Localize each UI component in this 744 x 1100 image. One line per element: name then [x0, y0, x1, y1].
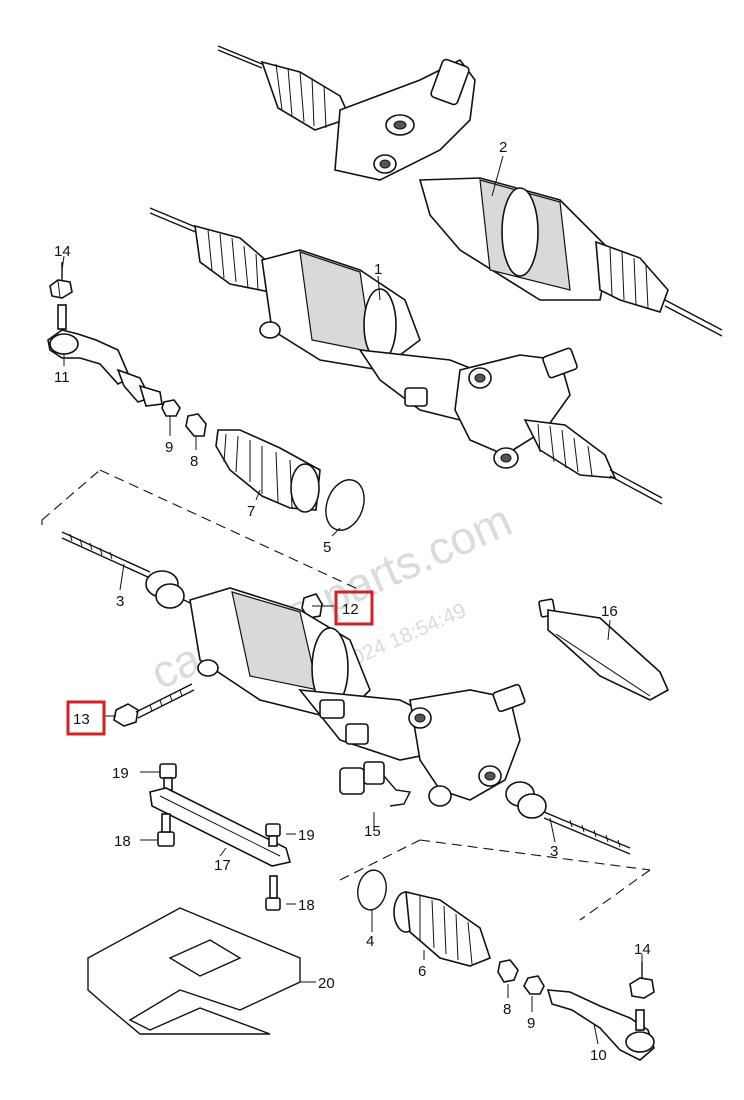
part-9-nut-right[interactable] — [523, 975, 545, 995]
part-15-sensor-connector[interactable] — [339, 761, 412, 807]
part-19-bolt-upper-left[interactable] — [159, 763, 177, 791]
part-8-clamp-left[interactable] — [185, 413, 207, 437]
label-part-8b[interactable]: 8 — [503, 1001, 511, 1018]
label-part-18a[interactable]: 18 — [114, 833, 131, 850]
highlight-box-part-13 — [66, 700, 106, 736]
label-part-10[interactable]: 10 — [590, 1047, 607, 1064]
part-13-bolt[interactable] — [113, 683, 195, 727]
part-8-clamp-right[interactable] — [497, 959, 519, 983]
part-3-inner-tie-rod-right[interactable] — [505, 781, 631, 855]
assembly-outline-lower — [339, 839, 651, 921]
part-2-steering-rack-top[interactable] — [217, 45, 723, 337]
label-part-7[interactable]: 7 — [247, 503, 255, 520]
highlight-box-part-12 — [334, 590, 374, 626]
label-part-15[interactable]: 15 — [364, 823, 381, 840]
part-5-clamp-ring-left[interactable] — [319, 474, 371, 535]
leader-lines — [61, 155, 643, 1045]
label-part-14b[interactable]: 14 — [634, 941, 651, 958]
part-16-grease-tube[interactable] — [538, 598, 670, 701]
label-part-17[interactable]: 17 — [214, 857, 231, 874]
label-part-1[interactable]: 1 — [374, 261, 382, 278]
part-19-bolt-right[interactable] — [265, 823, 281, 847]
label-part-2[interactable]: 2 — [499, 139, 507, 156]
steering-rack-lower-assembly[interactable] — [189, 587, 526, 807]
part-18-bolt-left[interactable] — [157, 813, 175, 847]
label-part-16[interactable]: 16 — [601, 603, 618, 620]
part-4-clamp-ring-right[interactable] — [355, 868, 390, 912]
part-18-bolt-right[interactable] — [265, 875, 281, 911]
part-6-boot-right[interactable] — [393, 890, 491, 967]
part-10-tie-rod-end-right[interactable] — [546, 989, 655, 1061]
label-part-9a[interactable]: 9 — [165, 439, 173, 456]
label-part-20[interactable]: 20 — [318, 975, 335, 992]
part-14-nut-left[interactable] — [49, 262, 73, 299]
part-14-nut-right[interactable] — [629, 962, 655, 999]
label-part-11[interactable]: 11 — [54, 369, 70, 386]
label-part-18b[interactable]: 18 — [298, 897, 315, 914]
label-part-3a[interactable]: 3 — [116, 593, 124, 610]
label-part-14a[interactable]: 14 — [54, 243, 71, 260]
part-7-boot-left[interactable] — [215, 429, 321, 513]
part-3-inner-tie-rod-left[interactable] — [61, 531, 201, 609]
part-20-cover-plate[interactable] — [87, 907, 301, 1035]
label-part-3b[interactable]: 3 — [550, 843, 558, 860]
part-11-tie-rod-end-left[interactable] — [47, 304, 163, 407]
label-part-8a[interactable]: 8 — [190, 453, 198, 470]
label-part-6[interactable]: 6 — [418, 963, 426, 980]
label-part-19b[interactable]: 19 — [298, 827, 315, 844]
label-part-5[interactable]: 5 — [323, 539, 331, 556]
part-labels: 2 1 14 11 9 8 7 5 3 12 13 16 19 18 19 17… — [54, 139, 651, 1064]
label-part-19a[interactable]: 19 — [112, 765, 129, 782]
part-9-nut-left[interactable] — [161, 399, 181, 417]
part-1-steering-rack-middle[interactable] — [149, 207, 663, 505]
label-part-13[interactable]: 13 — [73, 711, 90, 728]
assembly-outline-upper — [41, 469, 361, 591]
label-part-9b[interactable]: 9 — [527, 1015, 535, 1032]
label-part-12[interactable]: 12 — [342, 601, 359, 618]
label-part-4[interactable]: 4 — [366, 933, 374, 950]
part-17-bracket[interactable] — [149, 787, 292, 867]
